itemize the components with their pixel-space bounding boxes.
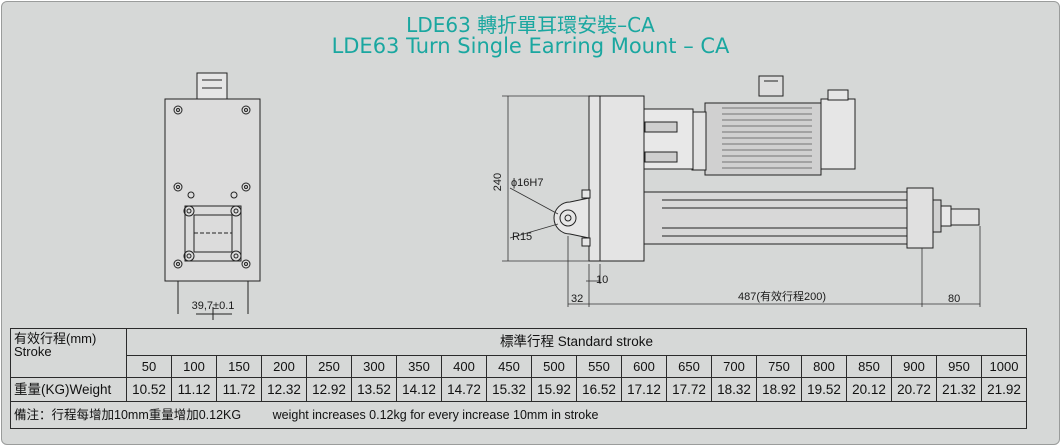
dim-32: 32 bbox=[571, 293, 583, 305]
stroke-row: 50 100 150 200 250 300 350 400 450 500 5… bbox=[11, 355, 1027, 378]
dim-height: 240 bbox=[492, 173, 504, 191]
stroke-value: 500 bbox=[531, 355, 577, 378]
stroke-value: 400 bbox=[441, 355, 487, 378]
weight-value: 15.32 bbox=[486, 377, 532, 402]
dim-10: 10 bbox=[596, 274, 608, 286]
stroke-header-cn: 有效行程(mm) bbox=[14, 331, 97, 346]
weight-value: 17.72 bbox=[666, 377, 712, 402]
dim-radius: R15 bbox=[512, 231, 532, 243]
weight-value: 19.52 bbox=[801, 377, 847, 402]
stroke-value: 750 bbox=[756, 355, 802, 378]
motor-connector bbox=[758, 75, 784, 97]
stroke-value: 350 bbox=[396, 355, 442, 378]
stroke-value: 550 bbox=[576, 355, 622, 378]
weight-label: 重量(KG)Weight bbox=[10, 377, 127, 402]
stroke-value: 850 bbox=[846, 355, 892, 378]
rod-end bbox=[950, 208, 980, 226]
stroke-value: 900 bbox=[891, 355, 937, 378]
stroke-value: 650 bbox=[666, 355, 712, 378]
stroke-value: 300 bbox=[351, 355, 397, 378]
weight-value: 13.52 bbox=[351, 377, 397, 402]
note-english: weight increases 0.12kg for every increa… bbox=[272, 407, 599, 422]
note-cell: 備注：行程每增加10mm重量增加0.12KG weight increases … bbox=[10, 401, 1027, 429]
weight-value: 11.72 bbox=[216, 377, 262, 402]
stroke-header-en: Stroke bbox=[14, 344, 52, 359]
weight-value: 14.72 bbox=[441, 377, 487, 402]
stroke-value: 800 bbox=[801, 355, 847, 378]
front-clevis-block bbox=[184, 205, 242, 262]
front-top-connector bbox=[196, 72, 228, 100]
motor-endcap bbox=[820, 98, 856, 170]
weight-value: 17.12 bbox=[621, 377, 667, 402]
front-view bbox=[164, 72, 261, 320]
weight-value: 12.92 bbox=[306, 377, 352, 402]
stroke-value: 450 bbox=[486, 355, 532, 378]
weight-value: 11.12 bbox=[171, 377, 217, 402]
technical-drawing: 39,7±0.1 bbox=[164, 72, 981, 320]
stroke-value: 600 bbox=[621, 355, 667, 378]
dim-80: 80 bbox=[948, 293, 960, 305]
dim-length: 487(有效行程200) bbox=[738, 289, 826, 303]
weight-value: 18.92 bbox=[756, 377, 802, 402]
stroke-value: 200 bbox=[261, 355, 307, 378]
title-english: LDE63 Turn Single Earring Mount – CA bbox=[331, 34, 730, 58]
weight-value: 18.32 bbox=[711, 377, 757, 402]
weight-value: 20.72 bbox=[891, 377, 937, 402]
weight-value: 10.52 bbox=[126, 377, 172, 402]
weight-value: 15.92 bbox=[531, 377, 577, 402]
weight-value: 14.12 bbox=[396, 377, 442, 402]
stroke-value: 150 bbox=[216, 355, 262, 378]
stroke-value: 50 bbox=[126, 355, 172, 378]
title-chinese: LDE63 轉折單耳環安裝–CA bbox=[406, 13, 655, 37]
dim-bore: ϕ16H7 bbox=[511, 177, 543, 189]
front-plate bbox=[164, 98, 261, 282]
stroke-value: 1000 bbox=[981, 355, 1027, 378]
standard-stroke-header: 標準行程 Standard stroke bbox=[126, 328, 1027, 356]
note-chinese: 備注：行程每增加10mm重量增加0.12KG bbox=[14, 407, 242, 422]
stroke-header-cell: 有效行程(mm) Stroke bbox=[10, 328, 127, 378]
weight-row: 重量(KG)Weight 10.52 11.12 11.72 12.32 12.… bbox=[10, 377, 1027, 402]
header-row: 有效行程(mm) Stroke 標準行程 Standard stroke bbox=[10, 328, 1027, 378]
weight-value: 21.32 bbox=[936, 377, 982, 402]
spec-table: 有效行程(mm) Stroke 標準行程 Standard stroke 50 … bbox=[10, 328, 1027, 429]
gearbox-block bbox=[588, 95, 645, 262]
front-width-dim: 39,7±0.1 bbox=[192, 300, 235, 312]
stroke-value: 700 bbox=[711, 355, 757, 378]
stroke-value: 100 bbox=[171, 355, 217, 378]
weight-value: 20.12 bbox=[846, 377, 892, 402]
note-row: 備注：行程每增加10mm重量增加0.12KG weight increases … bbox=[10, 401, 1027, 429]
weight-value: 16.52 bbox=[576, 377, 622, 402]
weight-value: 12.32 bbox=[261, 377, 307, 402]
side-view bbox=[553, 75, 980, 262]
weight-value: 21.92 bbox=[981, 377, 1027, 402]
dimension-lines bbox=[502, 95, 981, 307]
stroke-value: 250 bbox=[306, 355, 352, 378]
stroke-value: 950 bbox=[936, 355, 982, 378]
